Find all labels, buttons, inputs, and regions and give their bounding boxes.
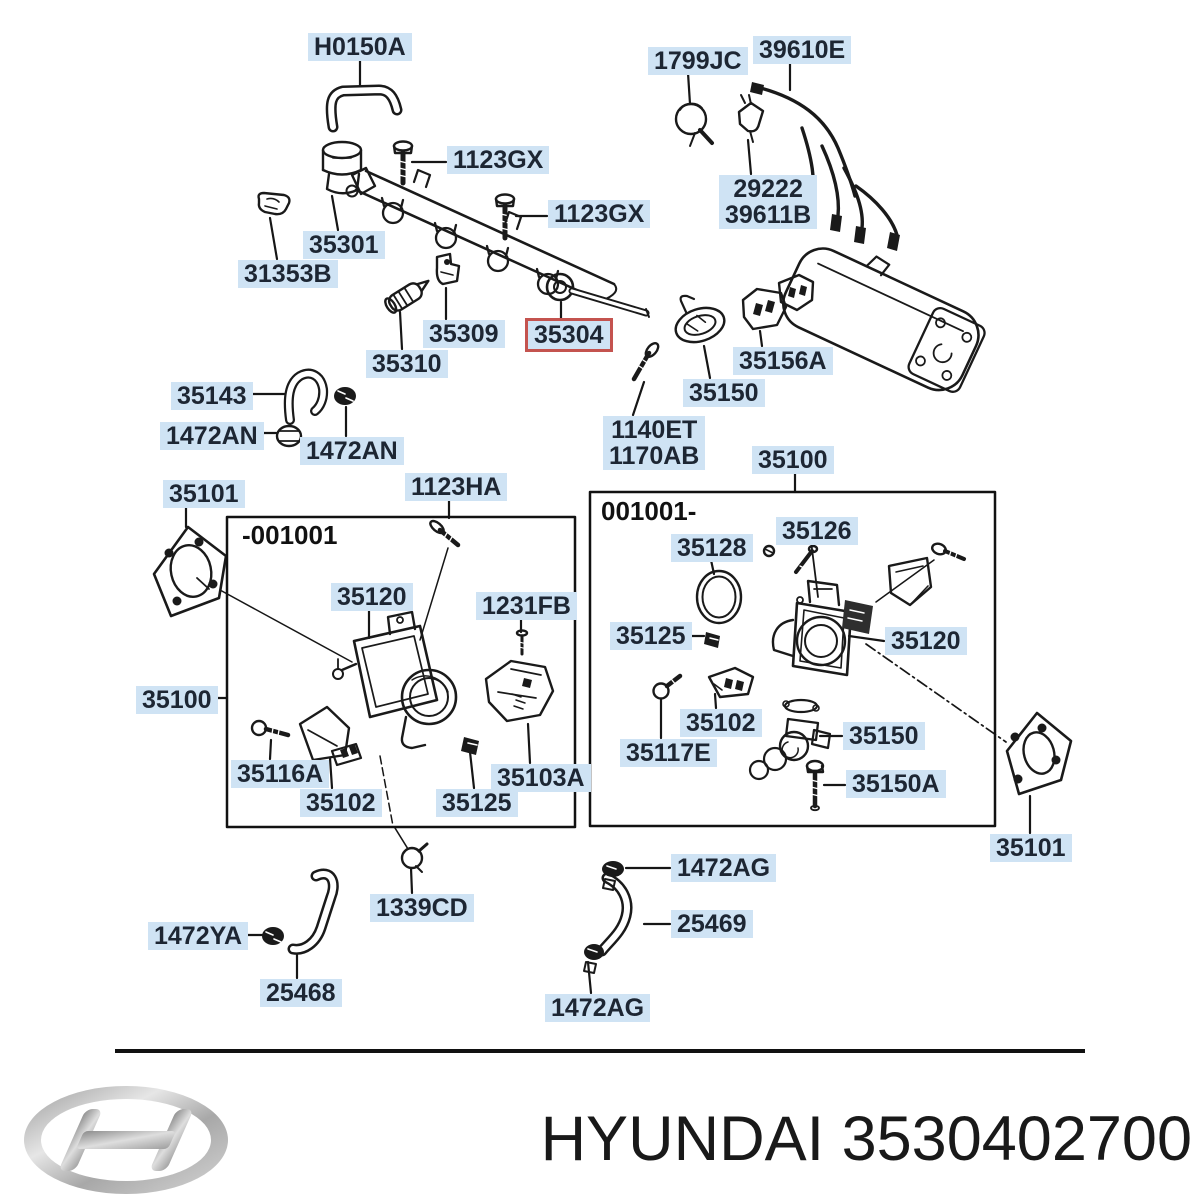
fuel-injector-35310-drawing: [384, 279, 430, 314]
clip-35309-drawing: [435, 252, 461, 286]
tps-sensor-35102-a-drawing: [298, 705, 363, 767]
clamp-1472ag-b-drawing: [583, 944, 604, 974]
footer-brand: HYUNDAI: [540, 1104, 825, 1174]
clamp-1799jc-drawing: [674, 102, 714, 147]
bolt-35117e-drawing: [652, 673, 683, 700]
grommet-1472an-b-drawing: [334, 387, 356, 405]
bolt-1123ha-drawing: [429, 519, 461, 548]
fuel-rail-drawing: [350, 166, 618, 303]
screw-small-drawing: [762, 544, 776, 558]
footer-part-text: HYUNDAI 3530402700: [500, 1103, 1192, 1175]
grommet-1472ya-drawing: [262, 927, 284, 945]
intake-plenum-drawing: [782, 247, 986, 393]
right-variant-box: [588, 490, 997, 828]
bolt-1140et-drawing: [631, 342, 660, 382]
footer-divider: [115, 1049, 1085, 1053]
spark-plug-wires-39610e-drawing: [750, 82, 900, 251]
pressure-regulator-35304-drawing: [545, 272, 650, 318]
hose-35143-drawing: [283, 368, 329, 425]
clamp-1339cd-drawing: [400, 842, 429, 873]
sensor-35102-b-drawing: [707, 666, 755, 699]
gasket-35101-b-drawing: [1005, 711, 1073, 796]
footer-part-number: 3530402700: [841, 1104, 1192, 1174]
bracket-35156a-drawing: [741, 273, 815, 331]
bolt-35150a-drawing: [805, 759, 825, 812]
air-valve-35150-drawing: [674, 294, 726, 344]
throttle-body-left-drawing: [332, 610, 458, 750]
hyundai-logo: [24, 1086, 228, 1194]
grommet-1472an-a-drawing: [275, 424, 303, 448]
pin-35126-drawing: [794, 544, 819, 574]
hose-25468-drawing: [287, 868, 339, 955]
hose-25469-drawing: [596, 872, 633, 957]
gasket-35101-a-drawing: [152, 525, 228, 618]
plug-35125-a-drawing: [461, 737, 479, 755]
clip-31353b-drawing: [257, 191, 291, 216]
iac-valve-35150-b-drawing: [748, 698, 832, 781]
leader-lines: [184, 58, 1032, 995]
clamp-1472ag-a-drawing: [602, 861, 624, 891]
egr-valve-35301-drawing: [321, 140, 363, 198]
bolt-right-box-drawing: [931, 542, 966, 561]
throttle-body-right-drawing: [771, 579, 873, 677]
bolt-1231fb-drawing: [515, 629, 529, 656]
sensor-29222-39611b-drawing: [737, 94, 765, 143]
hose-h0150a-drawing: [325, 84, 403, 133]
plug-35125-b-drawing: [704, 632, 720, 648]
bolt-1123gx-a-drawing: [392, 140, 414, 186]
left-variant-box: [225, 515, 577, 829]
bolt-35116a-drawing: [250, 719, 291, 738]
bracket-right-box-drawing: [887, 556, 933, 607]
bracket-35103a-drawing: [484, 659, 555, 723]
oring-35128-drawing: [695, 569, 743, 625]
